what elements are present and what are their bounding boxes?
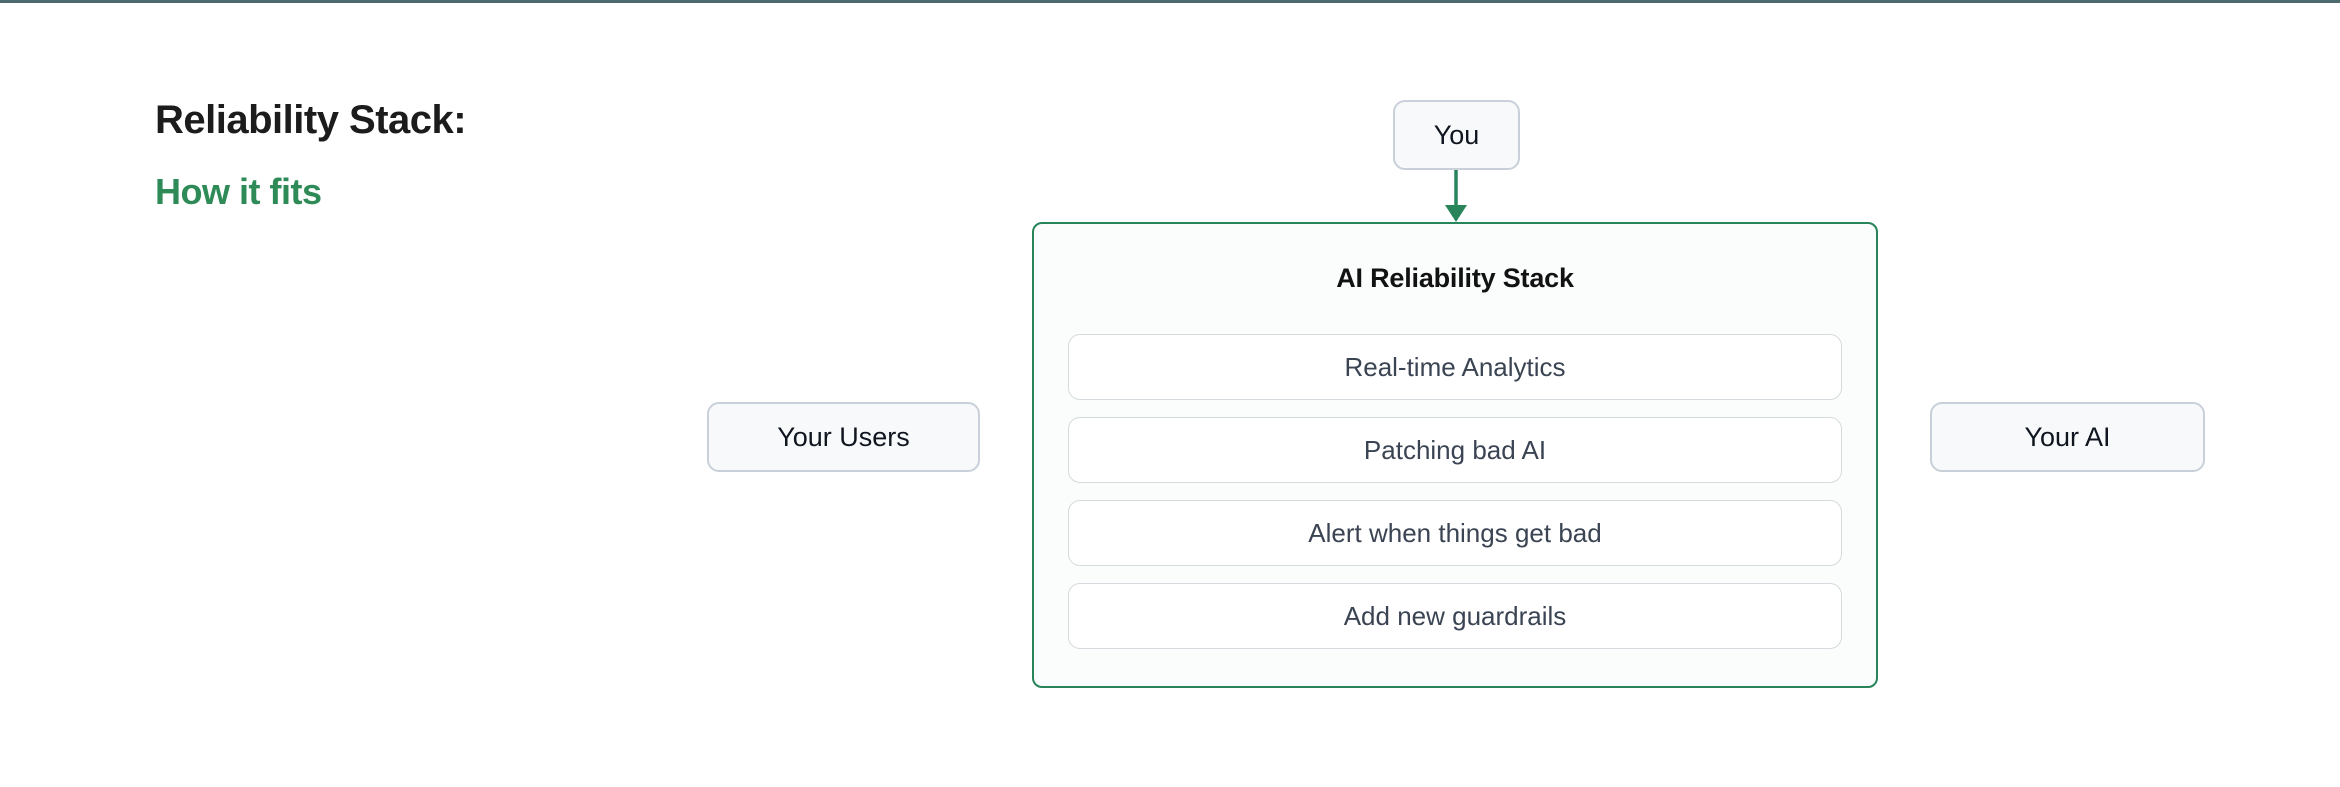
stack-item-alert-when-bad: Alert when things get bad xyxy=(1068,500,1842,566)
your-ai-node: Your AI xyxy=(1930,402,2205,472)
your-ai-node-label: Your AI xyxy=(2024,421,2111,452)
stack-item-label: Alert when things get bad xyxy=(1308,517,1602,548)
stack-title: AI Reliability Stack xyxy=(1336,263,1574,293)
stack-item-label: Patching bad AI xyxy=(1363,434,1547,465)
heading-block: Reliability Stack: How it fits xyxy=(155,96,467,213)
stack-item-label: Real-time Analytics xyxy=(1344,351,1566,382)
stack-item-realtime-analytics: Real-time Analytics xyxy=(1068,334,1842,400)
stack-item-label: Add new guardrails xyxy=(1343,600,1567,631)
ai-reliability-stack-container: AI Reliability Stack Real-time Analytics… xyxy=(1032,222,1878,688)
stack-item-list: Real-time Analytics Patching bad AI Aler… xyxy=(1068,334,1842,649)
page-subtitle: How it fits xyxy=(155,171,322,212)
you-node-label: You xyxy=(1433,119,1480,150)
stack-item-patching-bad-ai: Patching bad AI xyxy=(1068,417,1842,483)
stack-item-add-guardrails: Add new guardrails xyxy=(1068,583,1842,649)
page-title: Reliability Stack: xyxy=(155,98,467,142)
top-accent-bar xyxy=(0,0,2340,3)
down-arrow-icon xyxy=(1445,170,1467,222)
you-node: You xyxy=(1393,100,1520,170)
your-users-node-label: Your Users xyxy=(777,421,910,452)
your-users-node: Your Users xyxy=(707,402,980,472)
